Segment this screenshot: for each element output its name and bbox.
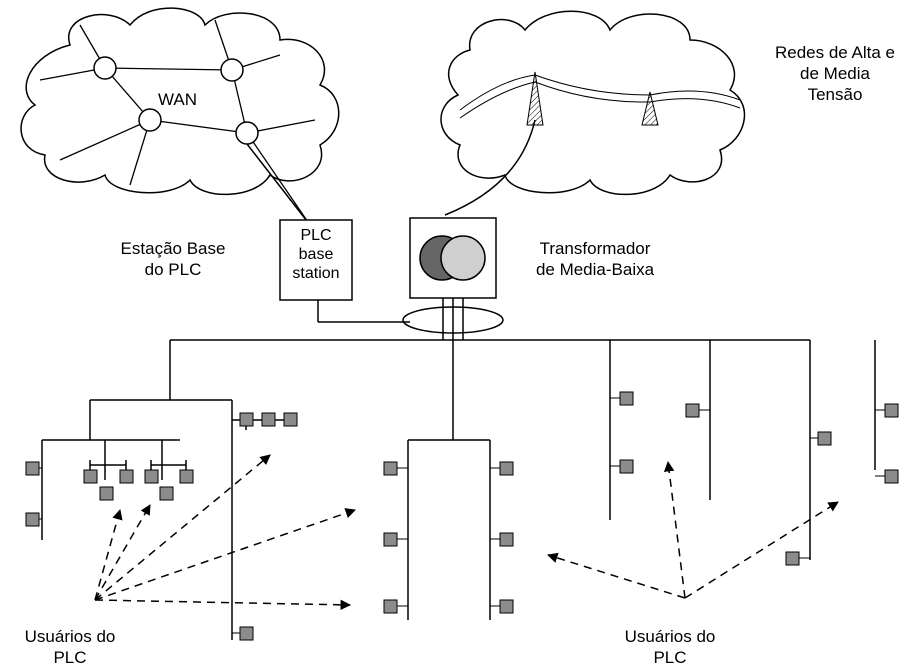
wan-to-plc-link [246,143,311,226]
transformer-label-line2: de Media-Baixa [535,260,655,279]
plc-box-text-line1: PLC [300,227,332,244]
base-station-label: Estação Base do PLC [98,238,248,280]
coupler-ring [402,306,504,334]
users-left-label-line2: PLC [53,648,87,667]
base-station-label-line2: do PLC [144,260,202,279]
end-user-devices [25,391,899,641]
wireless-arrows-right [546,460,839,599]
device-stubs-left [89,426,247,470]
users-left-label-line1: Usuários do [24,627,116,646]
plc-base-station [279,219,353,301]
plc-box-text: PLC base station [280,226,352,283]
power-grid-label-line2: de Media [800,64,870,83]
power-grid-cloud [440,10,746,196]
low-voltage-network [41,339,876,640]
wireless-arrows-left [94,454,356,611]
wan-cloud [20,7,340,196]
transformer-label-line1: Transformador [539,239,651,258]
power-grid-label-line1: Redes de Alta e [774,43,896,62]
users-right-label-line1: Usuários do [624,627,716,646]
wan-nodes [93,56,259,145]
wan-label: WAN [158,90,198,109]
users-left-label: Usuários do PLC [0,626,140,668]
transformer-coil-light [440,235,486,281]
transformer-label: Transformador de Media-Baixa [520,238,670,280]
power-lines [459,74,741,119]
grid-to-transformer-link [444,119,536,216]
plc-box-text-line3: station [292,265,340,282]
plc-box-text-line2: base [298,246,334,263]
users-right-label: Usuários do PLC [600,626,740,668]
power-grid-label: Redes de Alta e de Media Tensão [760,42,910,105]
power-grid-label-line3: Tensão [807,85,863,104]
base-station-label-line1: Estação Base [120,239,226,258]
pylon-icon [526,71,659,126]
users-right-label-line2: PLC [653,648,687,667]
